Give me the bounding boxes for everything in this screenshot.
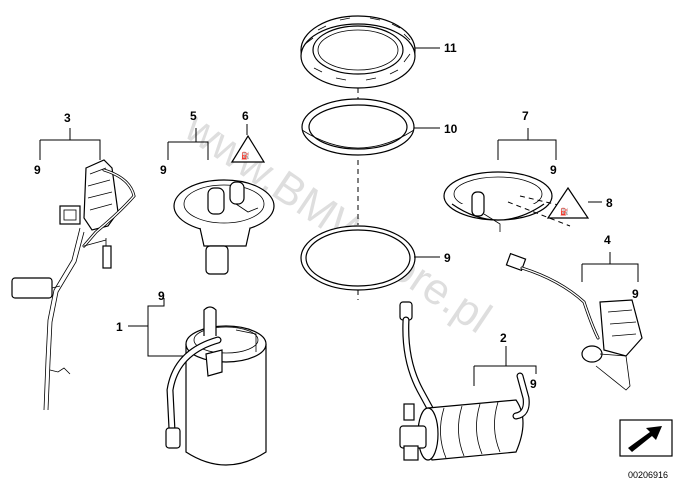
- callout-9: 9: [444, 251, 451, 265]
- bracket-3: [39, 128, 101, 160]
- bracket-2: [473, 346, 537, 386]
- callout-9: 9: [160, 163, 167, 177]
- fuel-filter-part: [399, 301, 530, 461]
- level-sensor-part: [11, 159, 136, 411]
- hazard-triangle-icon: [230, 134, 266, 163]
- bracket-1: [147, 298, 200, 357]
- bracket-7: [497, 128, 557, 160]
- callout-9: 9: [550, 163, 557, 177]
- callout-3: 3: [64, 111, 71, 125]
- svg-text:⛽: ⛽: [560, 207, 569, 216]
- hazard-label-8: ⛽: [546, 186, 590, 219]
- callout-7: 7: [522, 109, 529, 123]
- o-ring-part: [300, 225, 416, 291]
- locking-ring-part: [300, 15, 416, 89]
- callout-2: 2: [500, 331, 507, 345]
- hazard-label-6: ⛽: [230, 134, 266, 163]
- tank-cover-part: [443, 171, 553, 232]
- hazard-leader-line: [507, 195, 581, 227]
- callout-9: 9: [530, 377, 537, 391]
- fuel-pump-flange-part: [173, 179, 275, 275]
- level-sensor-right-part: [505, 252, 643, 391]
- callout-10: 10: [444, 122, 458, 136]
- callout-5: 5: [190, 109, 197, 123]
- callout-8: 8: [606, 196, 613, 210]
- hazard-triangle-icon: [546, 186, 590, 219]
- callout-6: 6: [242, 109, 249, 123]
- bracket-5: [167, 128, 209, 160]
- callout-11: 11: [444, 41, 457, 55]
- callout-9: 9: [158, 289, 165, 303]
- bracket-4: [581, 252, 639, 282]
- callout-1: 1: [116, 320, 123, 334]
- callout-4: 4: [604, 233, 611, 247]
- svg-text:⛽: ⛽: [241, 151, 250, 160]
- fuel-pump-module-part: [165, 306, 267, 466]
- callout-9: 9: [34, 163, 41, 177]
- arrow-box-icon: [619, 419, 673, 457]
- callout-9: 9: [632, 287, 639, 301]
- ring-seal-part: [301, 98, 415, 156]
- diagram-code-label: 00206916: [627, 470, 668, 480]
